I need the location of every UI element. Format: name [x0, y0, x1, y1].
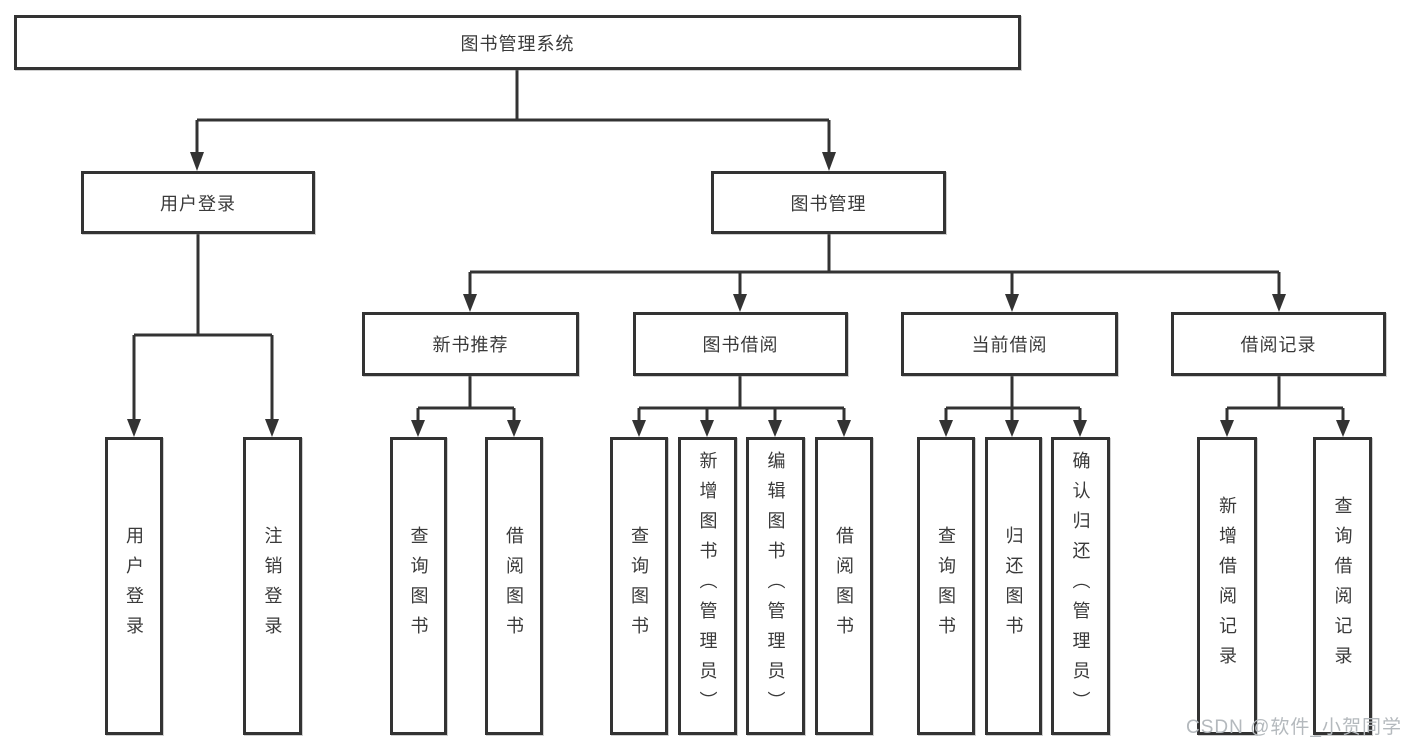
leaf-label: 注销登录 — [262, 526, 283, 646]
leaf-label: 借阅图书 — [504, 526, 524, 646]
leaf-add-books-admin: 新增图书（管理员） — [678, 437, 737, 735]
leaf-query-books-newbook: 查询图书 — [390, 437, 447, 735]
node-label: 图书借阅 — [702, 335, 779, 355]
node-book-borrowing: 图书借阅 — [633, 312, 848, 376]
node-borrowing-records: 借阅记录 — [1171, 312, 1386, 376]
node-book-management: 图书管理 — [711, 171, 946, 234]
leaf-borrow-books-newbook: 借阅图书 — [485, 437, 543, 735]
leaf-label: 查询借阅记录 — [1332, 496, 1353, 676]
leaf-label: 新增借阅记录 — [1217, 496, 1237, 676]
leaf-edit-books-admin: 编辑图书（管理员） — [746, 437, 805, 735]
leaf-label: 用户登录 — [124, 526, 144, 646]
node-label: 新书推荐 — [432, 335, 509, 355]
leaf-borrow-books-borrowing: 借阅图书 — [815, 437, 873, 735]
node-root: 图书管理系统 — [14, 15, 1021, 70]
leaf-label: 归还图书 — [1003, 526, 1024, 646]
node-root-label: 图书管理系统 — [460, 33, 575, 54]
leaf-logout: 注销登录 — [243, 437, 302, 735]
node-new-book-recommend: 新书推荐 — [362, 312, 579, 376]
leaf-label: 编辑图书（管理员） — [765, 451, 786, 721]
leaf-query-books-borrowing: 查询图书 — [610, 437, 668, 735]
leaf-add-borrow-record: 新增借阅记录 — [1197, 437, 1257, 735]
node-label: 借阅记录 — [1240, 335, 1317, 355]
csdn-watermark: CSDN @软件_小贺同学 — [1186, 717, 1402, 738]
leaf-confirm-return-admin: 确认归还（管理员） — [1051, 437, 1110, 735]
leaf-query-borrow-record: 查询借阅记录 — [1313, 437, 1372, 735]
leaf-user-login: 用户登录 — [105, 437, 163, 735]
leaf-label: 借阅图书 — [834, 526, 854, 646]
leaf-label: 查询图书 — [408, 526, 429, 646]
leaf-return-books: 归还图书 — [985, 437, 1042, 735]
node-label: 用户登录 — [160, 193, 236, 214]
leaf-label: 确认归还（管理员） — [1070, 451, 1091, 721]
node-label: 图书管理 — [790, 193, 867, 214]
arrowheads — [127, 152, 1350, 437]
leaf-label: 新增图书（管理员） — [697, 451, 718, 721]
leaf-query-books-current: 查询图书 — [917, 437, 975, 735]
leaf-label: 查询图书 — [936, 526, 956, 646]
leaf-label: 查询图书 — [629, 526, 649, 646]
node-label: 当前借阅 — [971, 335, 1048, 355]
node-current-borrowing: 当前借阅 — [901, 312, 1118, 376]
node-user-login-branch: 用户登录 — [81, 171, 315, 234]
